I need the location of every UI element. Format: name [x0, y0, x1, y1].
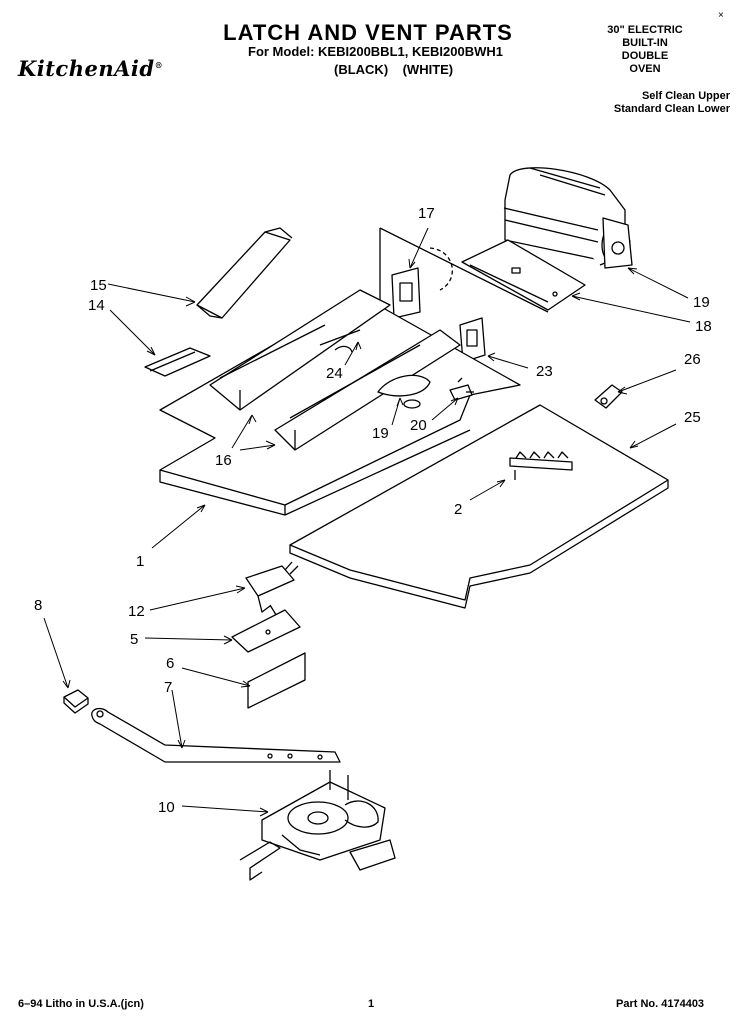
- callout-14: 15: [90, 277, 107, 294]
- callout-5: 5: [130, 631, 138, 648]
- part-23-gasket: [459, 317, 486, 363]
- callout-1: 1: [136, 553, 144, 570]
- callout-18: 19: [693, 294, 710, 311]
- model-numbers: For Model: KEBI200BBL1, KEBI200BWH1: [248, 44, 503, 59]
- callout-12: 12: [128, 603, 145, 620]
- part-16-gasket: [379, 227, 549, 380]
- spec-line: BUILT-IN: [622, 37, 668, 49]
- part-12-switch: [245, 561, 299, 626]
- part-14-duct: [196, 227, 293, 319]
- callout-24: 24: [326, 365, 343, 382]
- part-13-bracket: [144, 347, 211, 377]
- part-26-clip: [594, 384, 623, 409]
- appliance-spec: 30" ELECTRIC BUILT-IN DOUBLE OVEN: [590, 24, 700, 76]
- callout-10: 10: [158, 799, 175, 816]
- part-25-panel: [289, 404, 669, 609]
- litho-note: 6–94 Litho in U.S.A.(jcn): [18, 998, 144, 1010]
- model-colors: (BLACK) (WHITE): [334, 62, 454, 77]
- clean-type: Self Clean Upper Standard Clean Lower: [560, 90, 730, 116]
- corner-mark: ×: [718, 10, 724, 21]
- part-6-shield: [247, 652, 306, 709]
- callout-15: 16: [215, 452, 232, 469]
- callout-23: 23: [536, 363, 553, 380]
- callout-25: 25: [684, 409, 701, 426]
- part-18-blower: [503, 167, 633, 269]
- page-title: LATCH AND VENT PARTS: [223, 20, 513, 45]
- part-1-panel: [159, 289, 521, 516]
- part-10-latch-assembly: [239, 770, 396, 881]
- callout-17: 18: [695, 318, 712, 335]
- callout-8: 8: [34, 597, 42, 614]
- part-5-insulator: [231, 609, 301, 653]
- callout-6: 6: [166, 655, 174, 672]
- part-20-connector: [449, 377, 474, 401]
- callout-16: 17: [418, 205, 435, 222]
- part-19-thermostat: [377, 374, 431, 409]
- part-2-latch-bar: [509, 451, 573, 480]
- part-number: Part No. 4174403: [616, 998, 705, 1010]
- callout-19: 19: [372, 425, 389, 442]
- clean-line: Standard Clean Lower: [613, 103, 730, 115]
- spec-line: OVEN: [629, 63, 661, 75]
- clean-line: Self Clean Upper: [641, 90, 730, 102]
- spec-line: DOUBLE: [621, 50, 669, 62]
- part-8-bumper: [63, 689, 89, 714]
- brand-logo: KitchenAid®: [18, 56, 164, 81]
- page-number: 1: [368, 998, 375, 1010]
- part-7-link: [91, 707, 341, 763]
- spec-line: 30" ELECTRIC: [607, 24, 683, 36]
- callout-2: 2: [454, 501, 462, 518]
- callout-26: 26: [684, 351, 701, 368]
- callout-13: 14: [88, 297, 105, 314]
- callout-7: 7: [164, 679, 172, 696]
- callout-20: 20: [410, 417, 427, 434]
- callout-labels: 15 14 16 17 19 18 23 24 19 20 26 25 2 1 …: [34, 205, 712, 816]
- part-17-plate: [461, 239, 586, 311]
- leader-lines: [43, 227, 691, 817]
